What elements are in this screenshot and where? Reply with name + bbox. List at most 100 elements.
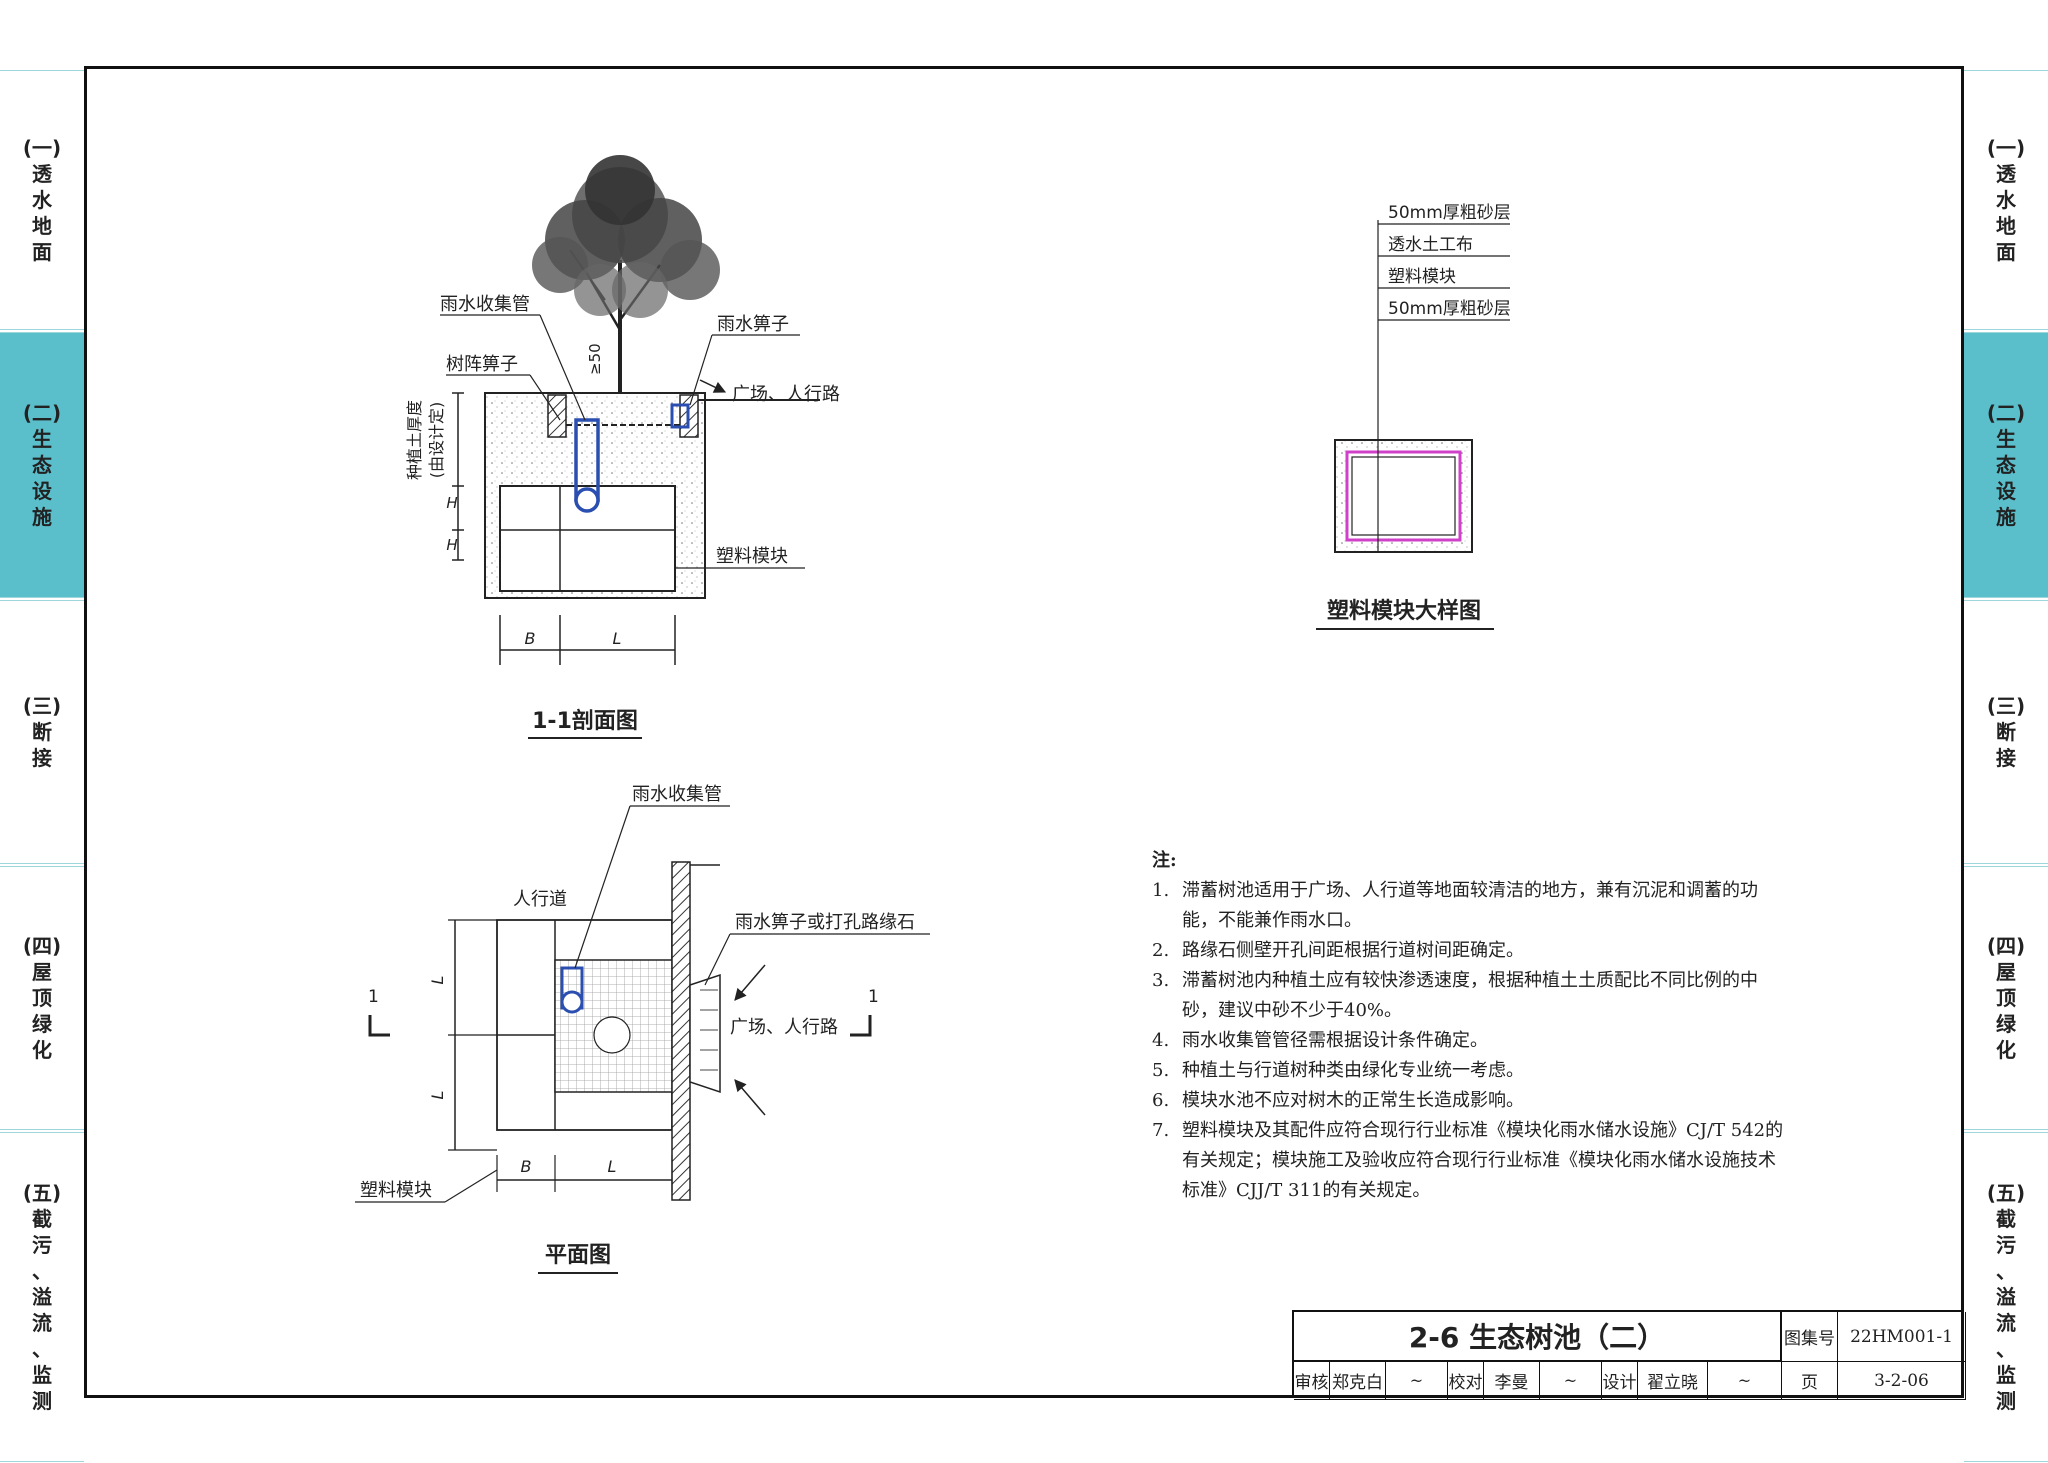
tab-char: 溢: [1996, 1285, 2016, 1309]
h-dim-label: H: [446, 494, 457, 512]
gt50-label: ≥50: [586, 343, 604, 375]
tab-num: (四): [1986, 934, 2026, 958]
check-label: 校对: [1448, 1362, 1484, 1400]
section-cut-label: 1: [868, 987, 879, 1007]
tree-trunk-opening: [593, 1016, 631, 1054]
tab-char: 施: [32, 505, 52, 529]
geotextile-layer: [1345, 450, 1462, 542]
tab-char: 地: [32, 214, 52, 238]
plastic-module-detail: [1351, 456, 1456, 536]
rain-grate-section: [670, 403, 690, 429]
tab-permeable-ground[interactable]: (一) 透 水 地 面: [0, 70, 84, 330]
tab-ecological-facilities[interactable]: (二) 生 态 设 施: [1964, 332, 2048, 598]
drawing-frame: [84, 66, 1964, 1398]
tab-char: 施: [1996, 505, 2016, 529]
tab-disconnect[interactable]: (三) 断 接: [0, 600, 84, 864]
tab-char: 溢: [32, 1285, 52, 1309]
atlas-label: 图集号: [1782, 1312, 1838, 1362]
tab-green-roof[interactable]: (四) 屋 顶 绿 化: [1964, 866, 2048, 1130]
rain-pipe-label: 雨水收集管: [440, 294, 530, 315]
l-dim-label: L: [428, 1091, 447, 1100]
section-cut-right: [850, 1015, 872, 1037]
tab-char: 污: [1996, 1233, 2016, 1257]
rain-grate-label: 雨水箅子: [717, 314, 789, 335]
tab-num: (五): [22, 1181, 62, 1205]
module-detail-view: 50mm厚粗砂层 透水土工布 塑料模块 50mm厚粗砂层 塑料模块大样图: [1316, 203, 1511, 630]
tab-char: 污: [32, 1233, 52, 1257]
tab-char: 屋: [1996, 960, 2016, 984]
notes-heading: 注:: [1152, 850, 1177, 871]
tab-char: 接: [1996, 746, 2016, 770]
note-item: 3.滞蓄树池内种植土应有较快渗透速度，根据种植土土质配比不同比例的中砂，建议中砂…: [1152, 970, 1758, 1021]
tree-grate-label: 树阵箅子: [446, 354, 518, 375]
tab-num: (四): [22, 934, 62, 958]
tab-char: 绿: [32, 1012, 52, 1036]
b-dim-label: B: [525, 629, 536, 648]
section-cut-left: [368, 1015, 390, 1037]
rain-inlet-plan: [689, 973, 721, 1094]
tab-interception-monitoring[interactable]: (五) 截 污 、 溢 流 、 监 测: [0, 1132, 84, 1462]
page-label: 页: [1782, 1362, 1838, 1400]
h-dim-label: H: [446, 536, 457, 554]
sidewalk-label: 人行道: [513, 889, 567, 910]
tab-char: 化: [32, 1038, 52, 1062]
tab-char: 地: [1996, 214, 2016, 238]
tab-char: 透: [32, 162, 52, 186]
design-label: 设计: [1602, 1362, 1638, 1400]
tab-char: 设: [1996, 479, 2016, 503]
tab-num: (三): [1986, 694, 2026, 718]
design-notes: 注: 1.滞蓄树池适用于广场、人行道等地面较清洁的地方，兼有沉泥和调蓄的功能，不…: [1152, 846, 1792, 1206]
tab-char: 监: [32, 1363, 52, 1387]
plan-view-title: 平面图: [545, 1243, 611, 1268]
tab-char: 水: [1996, 188, 2016, 212]
tab-char: 生: [32, 427, 52, 451]
module-label: 塑料模块: [716, 546, 788, 567]
tab-num: (五): [1986, 1181, 2026, 1205]
tab-char: 水: [32, 188, 52, 212]
tab-char: 截: [32, 1207, 52, 1231]
tab-char: 屋: [32, 960, 52, 984]
tab-ecological-facilities[interactable]: (二) 生 态 设 施: [0, 332, 84, 598]
layer-label: 塑料模块: [1388, 267, 1456, 287]
note-item: 1.滞蓄树池适用于广场、人行道等地面较清洁的地方，兼有沉泥和调蓄的功能，不能兼作…: [1152, 880, 1758, 931]
tab-permeable-ground[interactable]: (一) 透 水 地 面: [1964, 70, 2048, 330]
layer-callouts: 50mm厚粗砂层 透水土工布 塑料模块 50mm厚粗砂层: [1378, 203, 1511, 321]
checker-name: 李曼: [1484, 1362, 1540, 1400]
module-label: 塑料模块: [360, 1180, 432, 1201]
tab-num: (二): [1986, 401, 2026, 425]
tab-char: 化: [1996, 1038, 2016, 1062]
tab-interception-monitoring[interactable]: (五) 截 污 、 溢 流 、 监 测: [1964, 1132, 2048, 1462]
note-item: 7.塑料模块及其配件应符合现行行业标准《模块化雨水储水设施》CJ/T 542的有…: [1152, 1120, 1784, 1201]
b-dim-label: B: [521, 1157, 532, 1176]
review-label: 审核: [1294, 1362, 1330, 1400]
section-view: 种植土厚度 (由设计定) H H ≥50 B L 雨水收集管 树阵箅子 雨水箅子…: [405, 155, 840, 739]
layer-label: 50mm厚粗砂层: [1388, 203, 1511, 223]
tab-char: 流: [1996, 1311, 2016, 1335]
title-block: 2-6 生态树池（二） 图集号 22HM001-1 审核 郑克白 ~ 校对 李曼…: [1292, 1310, 1966, 1400]
section-cut-label: 1: [368, 987, 379, 1007]
designer-name: 翟立晓: [1638, 1362, 1708, 1400]
tab-char: 顶: [1996, 986, 2016, 1010]
soil-note-label: (由设计定): [427, 402, 446, 479]
tab-char: 顶: [32, 986, 52, 1010]
reviewer-signature: ~: [1386, 1362, 1448, 1400]
tab-char: 截: [1996, 1207, 2016, 1231]
section-view-title: 1-1剖面图: [532, 708, 638, 734]
plaza-label: 广场、人行路: [730, 1017, 838, 1038]
tab-disconnect[interactable]: (三) 断 接: [1964, 600, 2048, 864]
tab-char: 设: [32, 479, 52, 503]
tab-num: (三): [22, 694, 62, 718]
tab-char: 断: [1996, 720, 2016, 744]
tab-char: 面: [32, 240, 52, 264]
tab-green-roof[interactable]: (四) 屋 顶 绿 化: [0, 866, 84, 1130]
tab-num: (一): [22, 136, 62, 160]
checker-signature: ~: [1540, 1362, 1602, 1400]
tab-char: 测: [32, 1389, 52, 1413]
tab-char: 、: [32, 1259, 52, 1283]
note-item: 5.种植土与行道树种类由绿化专业统一考虑。: [1152, 1060, 1524, 1081]
l-dim-label: L: [613, 629, 622, 648]
tab-num: (一): [1986, 136, 2026, 160]
tab-char: 态: [32, 453, 52, 477]
note-item: 6.模块水池不应对树木的正常生长造成影响。: [1152, 1090, 1524, 1111]
tab-char: 透: [1996, 162, 2016, 186]
